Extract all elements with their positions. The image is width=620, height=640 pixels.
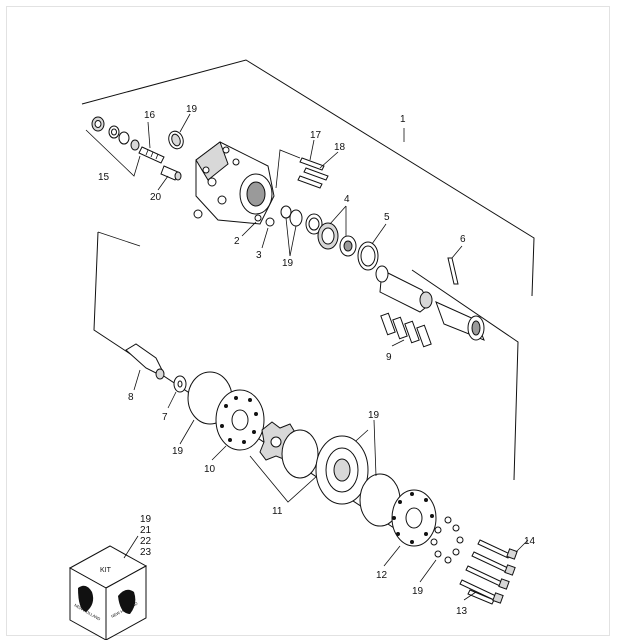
callout-15: 15 <box>98 172 110 183</box>
callout-14: 14 <box>524 536 536 547</box>
callout-20: 20 <box>150 192 162 203</box>
item-13-14-bolts[interactable] <box>459 539 518 605</box>
kit-item-23: 23 <box>140 547 152 558</box>
callout-5: 5 <box>384 212 390 223</box>
callout-13: 13 <box>456 606 468 617</box>
diagram-frame <box>6 6 610 636</box>
kit-item-19: 19 <box>140 514 152 525</box>
valve-housing-body[interactable] <box>193 141 275 225</box>
callout-6: 6 <box>460 234 466 245</box>
callout-3: 3 <box>256 250 262 261</box>
callout-2: 2 <box>234 236 240 247</box>
callout-18: 18 <box>334 142 346 153</box>
callout-7: 7 <box>162 412 168 423</box>
drive-shaft[interactable] <box>375 265 433 313</box>
callout-19d: 19 <box>368 410 380 421</box>
item-19-seal-washers[interactable] <box>430 516 464 564</box>
callout-17: 17 <box>310 130 322 141</box>
callout-4: 4 <box>344 194 350 205</box>
kit-item-21: 21 <box>140 525 152 536</box>
item-7-washer[interactable] <box>173 375 187 393</box>
item-5-seal-ring[interactable] <box>357 241 379 271</box>
callout-11: 11 <box>272 506 283 517</box>
callout-19c: 19 <box>172 446 184 457</box>
item-4-thrust-bearing-set[interactable] <box>305 213 357 257</box>
item-20-plug[interactable] <box>160 165 182 181</box>
item-11-gerotor-set[interactable] <box>249 421 369 505</box>
callout-16: 16 <box>144 110 156 121</box>
item-19-orings-mid[interactable] <box>280 205 303 227</box>
item-9-needle-rollers[interactable] <box>380 312 432 348</box>
item-16-valve-spool[interactable] <box>138 146 165 164</box>
leader-lines <box>123 113 529 601</box>
item-15-seal-group[interactable] <box>85 116 141 177</box>
callout-10: 10 <box>204 464 216 475</box>
item-6-key[interactable] <box>447 257 459 285</box>
item-2-ball[interactable] <box>254 214 262 222</box>
item-3-seat[interactable] <box>265 217 275 227</box>
kit-label: KIT <box>100 567 112 574</box>
item-8-check-valve[interactable] <box>125 343 165 380</box>
callout-19b: 19 <box>282 258 294 269</box>
upper-assembly-boundary <box>81 59 535 297</box>
callout-12: 12 <box>376 570 388 581</box>
item-10-valve-plate[interactable] <box>215 389 265 451</box>
kit-box-icon <box>68 545 148 640</box>
kit-item-22: 22 <box>140 536 152 547</box>
callout-19a: 19 <box>186 104 198 115</box>
callout-19e: 19 <box>412 586 424 597</box>
item-19-oring-top[interactable] <box>166 129 185 151</box>
item-17-18-pins[interactable] <box>275 149 329 189</box>
item-12-end-cap[interactable] <box>391 489 437 547</box>
coupling-sleeve[interactable] <box>435 301 485 341</box>
callout-1: 1 <box>400 114 406 125</box>
callout-9: 9 <box>386 352 392 363</box>
callout-8: 8 <box>128 392 134 403</box>
